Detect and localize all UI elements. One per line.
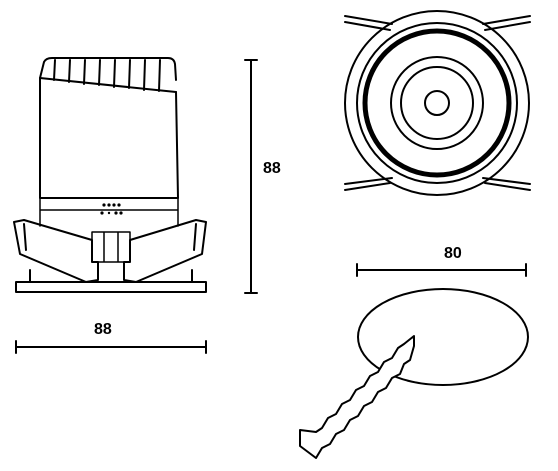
outer-trim-ring xyxy=(344,10,530,196)
cutout-dimension-line xyxy=(356,263,527,277)
saw-blade xyxy=(299,335,415,459)
inner-trim-ring xyxy=(356,22,518,184)
front-spring-clips xyxy=(344,15,531,191)
left-spring-clip xyxy=(13,219,99,283)
heatsink-fins xyxy=(39,57,177,93)
cutout-dimension-label: 80 xyxy=(444,245,462,262)
trim-bezel xyxy=(15,269,207,293)
height-dimension-line xyxy=(244,59,258,294)
housing-neck xyxy=(39,197,179,227)
reflector-outer xyxy=(362,28,512,178)
side-view xyxy=(13,57,207,293)
right-spring-clip xyxy=(123,219,207,283)
lens-ring xyxy=(400,66,474,140)
led-center xyxy=(424,90,450,116)
housing-body xyxy=(39,77,179,199)
width-dimension-label: 88 xyxy=(94,321,112,338)
front-view xyxy=(344,10,531,196)
height-dimension-label: 88 xyxy=(263,160,281,177)
label-markings xyxy=(100,203,123,215)
reflector-inner xyxy=(390,56,484,150)
width-dimension-line xyxy=(15,340,207,354)
center-block xyxy=(91,231,131,263)
